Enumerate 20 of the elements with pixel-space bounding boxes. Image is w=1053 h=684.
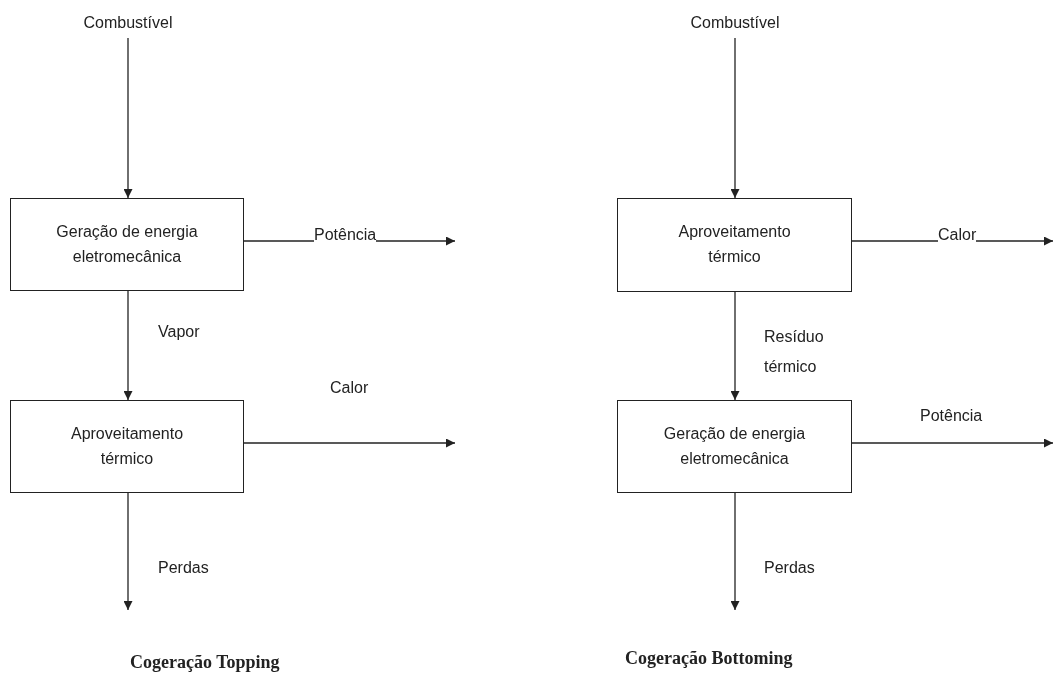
input-label: Combustível (667, 8, 803, 38)
arrow (730, 37, 740, 199)
arrow (730, 492, 740, 611)
process-box (10, 400, 244, 493)
box-text: Aproveitamento térmico (677, 222, 792, 267)
arrow (123, 492, 133, 611)
arrow (123, 290, 133, 401)
process-box (617, 198, 852, 292)
box-text: Aproveitamento térmico (69, 423, 185, 469)
diagram-caption: Cogeração Bottoming (625, 648, 793, 669)
process-box (617, 400, 852, 493)
arrow (730, 291, 740, 401)
arrow (851, 438, 1053, 448)
input-label: Combustível (60, 8, 196, 38)
box-text: Geração de energia eletromecânica (55, 221, 199, 267)
diagram-caption: Cogeração Topping (130, 652, 280, 673)
process-box (10, 198, 244, 291)
arrow (123, 37, 133, 199)
arrow (243, 438, 456, 448)
box-text: Geração de energia eletromecânica (662, 423, 807, 469)
